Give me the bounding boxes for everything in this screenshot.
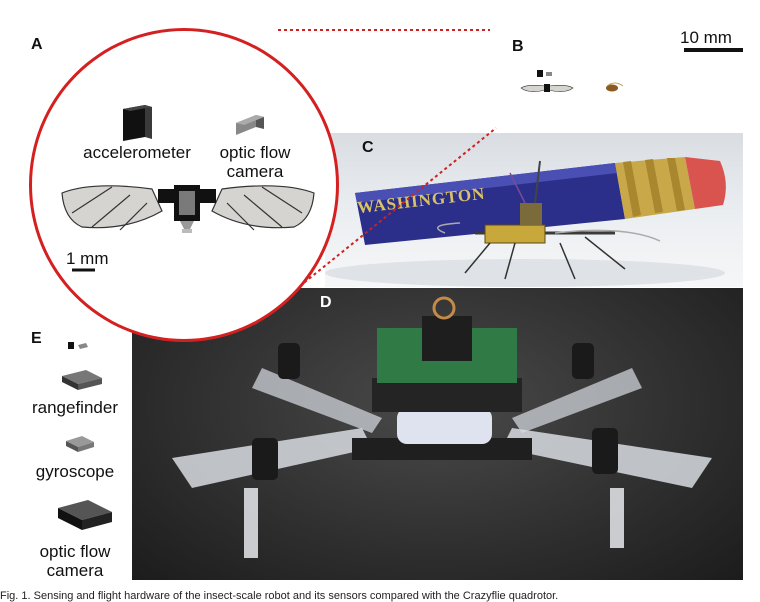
scale-bar-label-a: 1 mm — [66, 249, 109, 268]
optic-flow-camera-label-e: optic flow camera — [39, 542, 111, 580]
accelerometer-label: accelerometer — [83, 143, 191, 162]
photo-pencil-robofly: WASHINGTON — [325, 133, 743, 287]
panel-label-a: A — [31, 36, 43, 53]
magnified-circle: accelerometer optic flow camera 1 mm — [29, 28, 339, 342]
crazyflie-illustration — [172, 296, 712, 558]
miniature-comparison — [520, 70, 624, 92]
photo-crazyflie — [132, 288, 743, 580]
rangefinder-label: rangefinder — [31, 398, 118, 417]
panel-label-c: C — [362, 139, 374, 156]
scale-bar-b — [684, 48, 743, 52]
sensor-size-icons — [58, 342, 112, 530]
panel-label-e: E — [31, 330, 42, 347]
panel-label-d: D — [320, 294, 332, 311]
gyroscope-label: gyroscope — [35, 462, 115, 481]
robofly-diagram — [61, 105, 315, 272]
pencil-robofly-illustration — [325, 157, 726, 287]
figure-caption: Fig. 1. Sensing and flight hardware of t… — [0, 590, 559, 602]
optic-flow-camera-label-a: optic flow camera — [219, 143, 291, 181]
panel-label-b: B — [512, 38, 524, 55]
scale-bar-label-b: 10 mm — [680, 28, 732, 47]
